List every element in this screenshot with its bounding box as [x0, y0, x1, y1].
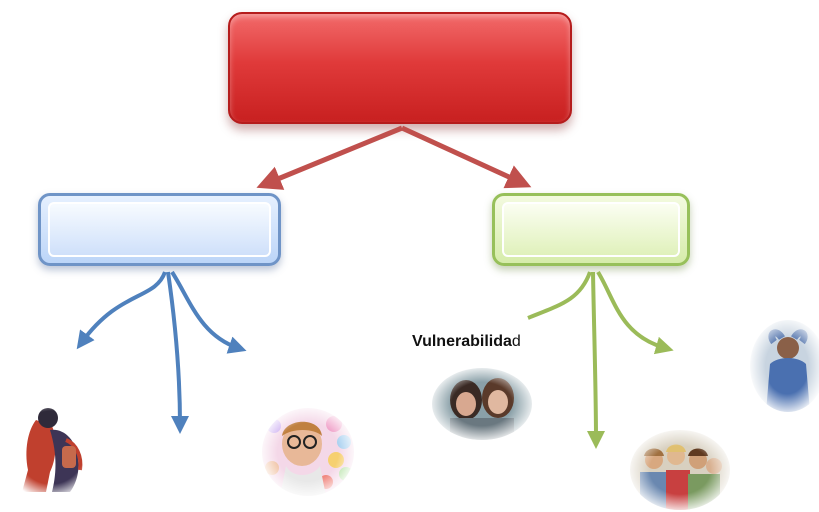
blue-arrow-down	[166, 271, 189, 434]
left-node-box	[38, 193, 281, 266]
green-arrow-down	[586, 271, 605, 449]
blue-arrow-right	[170, 270, 247, 354]
green-arrow-left	[527, 271, 592, 320]
red-arrow-left	[256, 125, 403, 190]
left-node-inner	[48, 202, 271, 257]
red-arrow-right	[400, 125, 532, 189]
right-node-inner	[502, 202, 680, 257]
person-with-backpack-illustration	[6, 400, 96, 495]
stressed-man-photo	[748, 320, 819, 412]
two-girls-photo	[432, 368, 532, 440]
right-node-box	[492, 193, 690, 266]
top-node-box	[228, 12, 572, 124]
green-arrow-right	[596, 270, 674, 355]
child-with-glasses-photo	[262, 408, 354, 496]
group-of-teens-photo	[630, 430, 730, 510]
vulnerabilidad-label: Vulnerabilidad	[412, 333, 521, 350]
blue-arrow-left	[76, 271, 167, 350]
